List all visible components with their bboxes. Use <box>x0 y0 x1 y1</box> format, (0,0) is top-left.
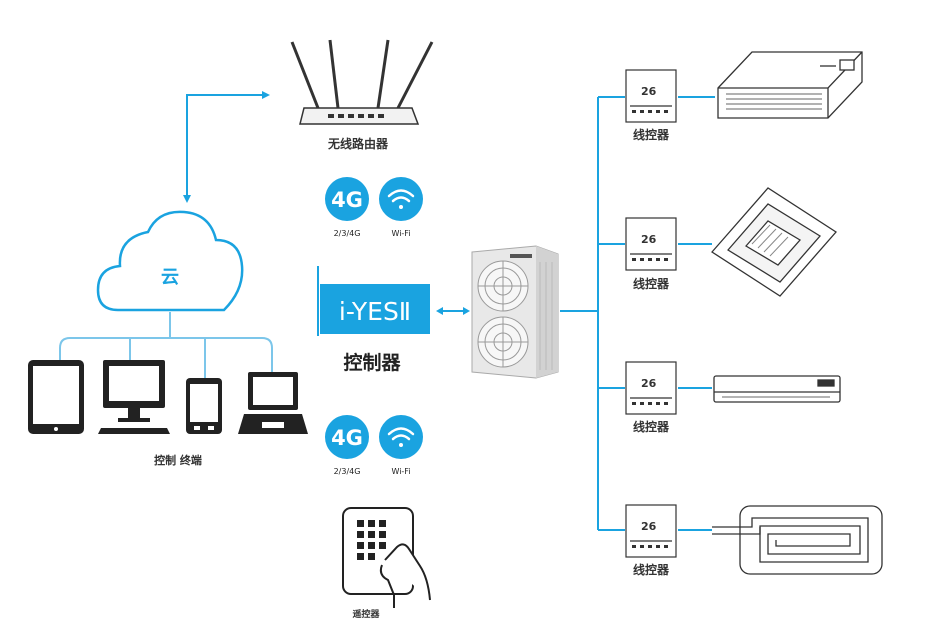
wire-controller-3: 26 <box>625 361 677 415</box>
connection-lines <box>59 91 715 531</box>
desktop-monitor-icon <box>98 360 170 434</box>
svg-text:26: 26 <box>641 377 657 390</box>
controller-brand: i-YESⅡ <box>339 297 411 326</box>
wifi-badge-bottom: Wi-Fi <box>379 415 423 476</box>
wifi-icon <box>387 189 415 209</box>
outdoor-unit-icon <box>471 245 559 379</box>
wire-controller-label: 线控器 <box>633 276 670 291</box>
cloud-icon: 云 <box>96 210 244 312</box>
net-badge-text: 4G <box>331 426 363 450</box>
wire-controller-label: 线控器 <box>633 127 670 142</box>
cloud-arrowhead <box>183 195 191 203</box>
network-badge-bottom: 4G 2/3/4G <box>325 415 369 476</box>
network-badge-top: 4G 2/3/4G <box>325 177 369 238</box>
wifi-badge-top: Wi-Fi <box>379 177 423 238</box>
wire-controller-2: 26 <box>625 217 677 271</box>
wifi-icon <box>387 427 415 447</box>
wire-controller-label: 线控器 <box>633 419 670 434</box>
phone-icon <box>186 378 222 434</box>
router-arrowhead <box>262 91 270 99</box>
svg-text:26: 26 <box>641 233 657 246</box>
router-label: 无线路由器 <box>327 136 389 151</box>
cloud-terminal-links <box>59 312 273 378</box>
ducted-indoor-unit-icon <box>717 51 863 119</box>
net-badge-text: 4G <box>331 188 363 212</box>
net-badge-caption: 2/3/4G <box>334 229 361 238</box>
wall-mounted-indoor-unit-icon <box>713 375 841 403</box>
net-badge-caption: 2/3/4G <box>334 467 361 476</box>
laptop-icon <box>238 372 308 434</box>
wire-controller-1: 26 <box>625 69 677 123</box>
wire-controller-4: 26 <box>625 504 677 558</box>
wifi-badge-caption: Wi-Fi <box>391 467 410 476</box>
tablet-icon <box>28 360 84 434</box>
wire-controller-label: 线控器 <box>633 562 670 577</box>
terminals-label: 控制 终端 <box>154 453 202 467</box>
floor-heating-coil-icon <box>712 505 883 575</box>
remote-control-icon <box>342 507 431 608</box>
cloud-label: 云 <box>161 267 179 288</box>
controller-label: 控制器 <box>343 351 401 374</box>
router-icon <box>290 39 434 125</box>
cloud-router-link <box>186 94 262 195</box>
controller-badge: i-YESⅡ <box>320 284 430 334</box>
wifi-badge-caption: Wi-Fi <box>391 229 410 238</box>
cassette-indoor-unit-icon <box>711 187 837 297</box>
remote-label: 遥控器 <box>352 608 380 620</box>
svg-text:26: 26 <box>641 520 657 533</box>
svg-text:26: 26 <box>641 85 657 98</box>
